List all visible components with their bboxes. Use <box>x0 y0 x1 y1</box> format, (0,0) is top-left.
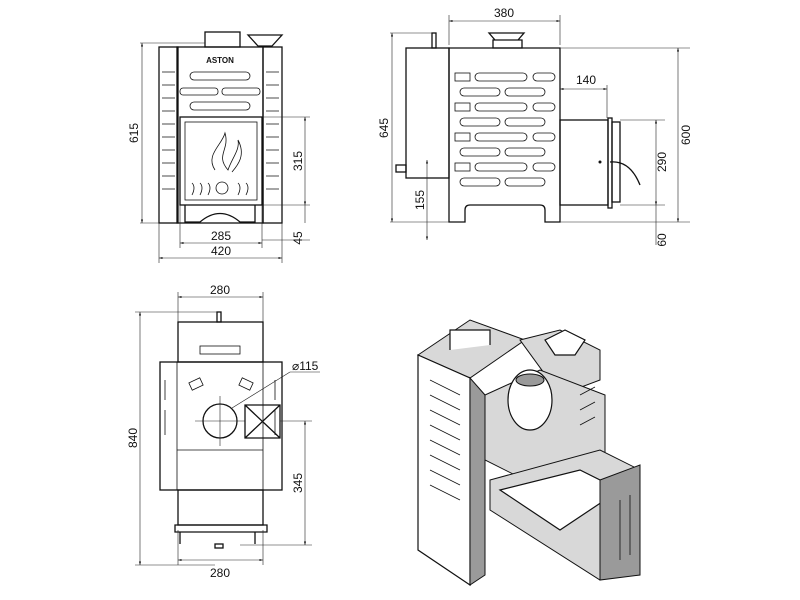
dim-door-height-side: 290 <box>655 152 669 172</box>
water-tank-top <box>177 321 264 363</box>
iso-chimney <box>507 369 553 431</box>
dim-leg-height: 45 <box>291 231 305 245</box>
front-view: ASTON 615 315 45 285 420 <box>127 31 310 263</box>
dim-total-length: 840 <box>126 428 140 448</box>
door <box>179 116 263 206</box>
right-column <box>262 46 283 224</box>
dim-top-width: 280 <box>210 283 230 297</box>
tank-lid-handle <box>199 345 241 355</box>
door-glass <box>184 121 258 201</box>
dim-door-height: 315 <box>291 151 305 171</box>
dim-door-width: 285 <box>211 229 231 243</box>
dim-firebox-ext: 140 <box>576 73 596 87</box>
stone-funnel <box>246 34 284 47</box>
side-slots <box>162 71 279 190</box>
body <box>176 46 264 224</box>
side-view: 380 140 645 600 290 155 60 <box>377 6 693 247</box>
flame-decoration <box>211 131 242 173</box>
legs <box>184 205 256 223</box>
dim-chimney-offset: 345 <box>291 473 305 493</box>
firebox-ext-top <box>177 489 264 526</box>
grate-decoration <box>191 182 249 196</box>
water-tank-lid <box>204 31 241 48</box>
dim-bottom-width: 280 <box>210 566 230 580</box>
water-tank <box>405 47 450 179</box>
iso-funnel <box>544 329 586 356</box>
stone-funnel-top <box>244 404 281 439</box>
dim-total-height: 645 <box>377 118 391 138</box>
top-view: 280 ⌀115 840 345 280 <box>126 283 320 580</box>
front-slots <box>179 71 261 111</box>
dim-tank-offset: 155 <box>413 190 427 210</box>
top-body <box>159 361 283 491</box>
aston-logo: ASTON <box>206 56 234 65</box>
side-slots <box>454 72 556 187</box>
tank-pipe <box>431 32 437 49</box>
left-column <box>158 46 179 224</box>
tap <box>395 164 407 173</box>
tank-pipe-top <box>216 311 222 323</box>
side-body <box>448 47 561 223</box>
dim-front-height: 615 <box>127 123 141 143</box>
dim-depth: 380 <box>494 6 514 20</box>
door-top <box>174 524 268 544</box>
isometric-cutaway-view <box>416 319 641 587</box>
dim-body-height: 600 <box>679 125 693 145</box>
door-handle <box>609 161 641 186</box>
stone-funnel-side <box>487 32 526 49</box>
dim-door-bottom: 60 <box>655 233 669 247</box>
dim-chimney-diameter: ⌀115 <box>292 359 319 373</box>
dim-width: 420 <box>211 244 231 258</box>
